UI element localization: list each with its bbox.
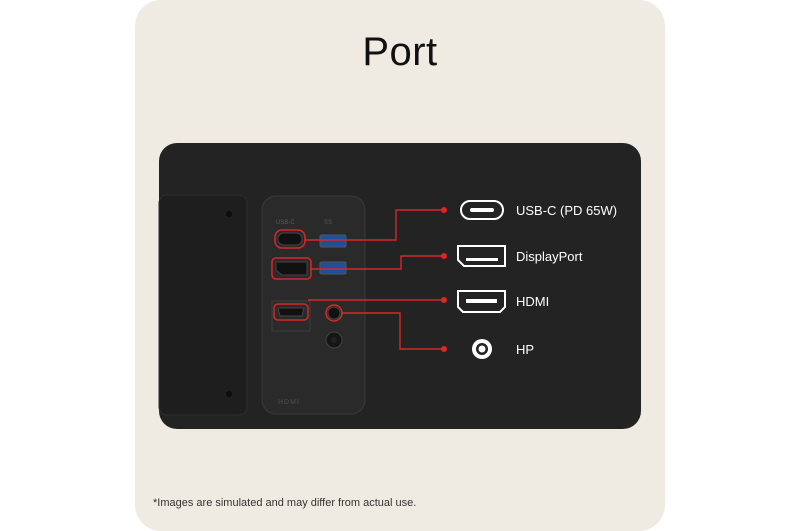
silkscreen-ss: SS	[324, 220, 332, 226]
port-label-hp: HP	[516, 342, 535, 357]
usb-a-port	[319, 234, 347, 248]
callout-lines	[305, 209, 444, 350]
hdmi-icon	[457, 290, 506, 313]
page-title: Port	[362, 30, 438, 74]
side-panel	[158, 194, 248, 416]
callout-line-displayport	[311, 255, 444, 270]
footnote: *Images are simulated and may differ fro…	[153, 497, 417, 509]
headphone-jack-icon	[472, 339, 492, 359]
hdmi-highlight	[273, 303, 309, 321]
usb-c-icon	[460, 200, 504, 220]
callout-dot	[441, 253, 447, 259]
hdmi-label-box	[271, 300, 311, 332]
callout-line-hp	[342, 312, 444, 350]
silkscreen-hdmi: HDMI	[278, 399, 300, 406]
usb-a-port	[319, 261, 347, 275]
callout-dot	[441, 346, 447, 352]
callout-line-usbc	[305, 209, 444, 241]
silkscreen-usbc: USB-C	[276, 220, 295, 226]
callout-dot	[441, 297, 447, 303]
usb-c-highlight	[274, 229, 306, 249]
displayport-icon	[457, 245, 506, 267]
power-port-inner	[331, 337, 337, 343]
hdmi-port	[277, 307, 305, 317]
screw-hole	[226, 391, 232, 397]
port-label-usbc: USB-C (PD 65W)	[516, 203, 618, 218]
port-label-hdmi: HDMI	[516, 294, 550, 309]
displayport-port	[275, 261, 308, 276]
usb-c-port	[277, 232, 303, 246]
callout-dot	[441, 207, 447, 213]
port-recess	[261, 195, 366, 415]
port-label-displayport: DisplayPort	[516, 249, 583, 264]
screw-hole	[226, 211, 232, 217]
headphone-jack	[327, 306, 341, 320]
